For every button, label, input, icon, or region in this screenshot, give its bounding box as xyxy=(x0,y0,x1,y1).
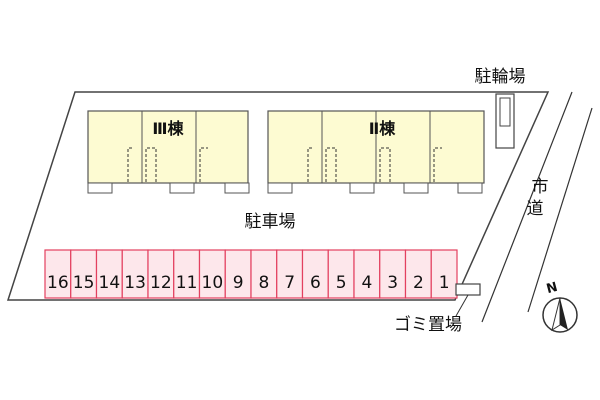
north-label: N xyxy=(545,280,559,297)
parking-space-14: 14 xyxy=(95,249,123,299)
parking-space-5: 5 xyxy=(327,249,355,299)
parking-space-13: 13 xyxy=(121,249,149,299)
parking-space-9: 9 xyxy=(224,249,252,299)
parking-space-number: 8 xyxy=(258,273,269,293)
parking-space-number: 11 xyxy=(176,273,198,293)
parking-space-16: 16 xyxy=(44,249,72,299)
parking-space-number: 5 xyxy=(336,273,347,293)
parking-space-number: 9 xyxy=(233,273,244,293)
building-3 xyxy=(87,110,250,194)
parking-space-number: 14 xyxy=(99,273,121,293)
parking-space-number: 7 xyxy=(284,273,295,293)
parking-space-number: 2 xyxy=(413,273,424,293)
parking-space-number: 13 xyxy=(124,273,146,293)
building-2 xyxy=(267,110,485,194)
parking-space-number: 1 xyxy=(439,273,450,293)
parking-space-number: 6 xyxy=(310,273,321,293)
parking-space-3: 3 xyxy=(379,249,407,299)
parking-space-number: 15 xyxy=(73,273,95,293)
bicycle-parking-inner xyxy=(499,97,511,127)
road-edge-left xyxy=(481,91,573,323)
parking-space-6: 6 xyxy=(301,249,329,299)
building-3-label: Ⅲ棟 xyxy=(152,119,184,138)
parking-space-15: 15 xyxy=(70,249,98,299)
parking-lot-label: 駐車場 xyxy=(245,212,296,232)
parking-space-number: 10 xyxy=(202,273,224,293)
bicycle-parking-shed xyxy=(495,93,515,149)
parking-space-1: 1 xyxy=(430,249,458,299)
parking-space-number: 12 xyxy=(150,273,172,293)
building-2-label: Ⅱ棟 xyxy=(369,119,397,138)
parking-space-10: 10 xyxy=(198,249,226,299)
parking-space-11: 11 xyxy=(173,249,201,299)
parking-space-12: 12 xyxy=(147,249,175,299)
garbage-area-leader xyxy=(455,294,469,317)
garbage-area-box xyxy=(455,283,481,296)
parking-space-4: 4 xyxy=(353,249,381,299)
north-compass-icon xyxy=(542,297,578,333)
parking-space-number: 16 xyxy=(47,273,69,293)
parking-space-number: 3 xyxy=(387,273,398,293)
city-road-label-2: 道 xyxy=(527,199,544,219)
parking-space-number: 4 xyxy=(361,273,372,293)
bicycle-parking-label: 駐輪場 xyxy=(475,67,526,87)
parking-space-2: 2 xyxy=(404,249,432,299)
city-road-label-1: 市 xyxy=(532,177,549,197)
garbage-area-label: ゴミ置場 xyxy=(394,314,462,335)
road-edge-right xyxy=(527,107,593,313)
parking-space-8: 8 xyxy=(250,249,278,299)
parking-space-7: 7 xyxy=(276,249,304,299)
